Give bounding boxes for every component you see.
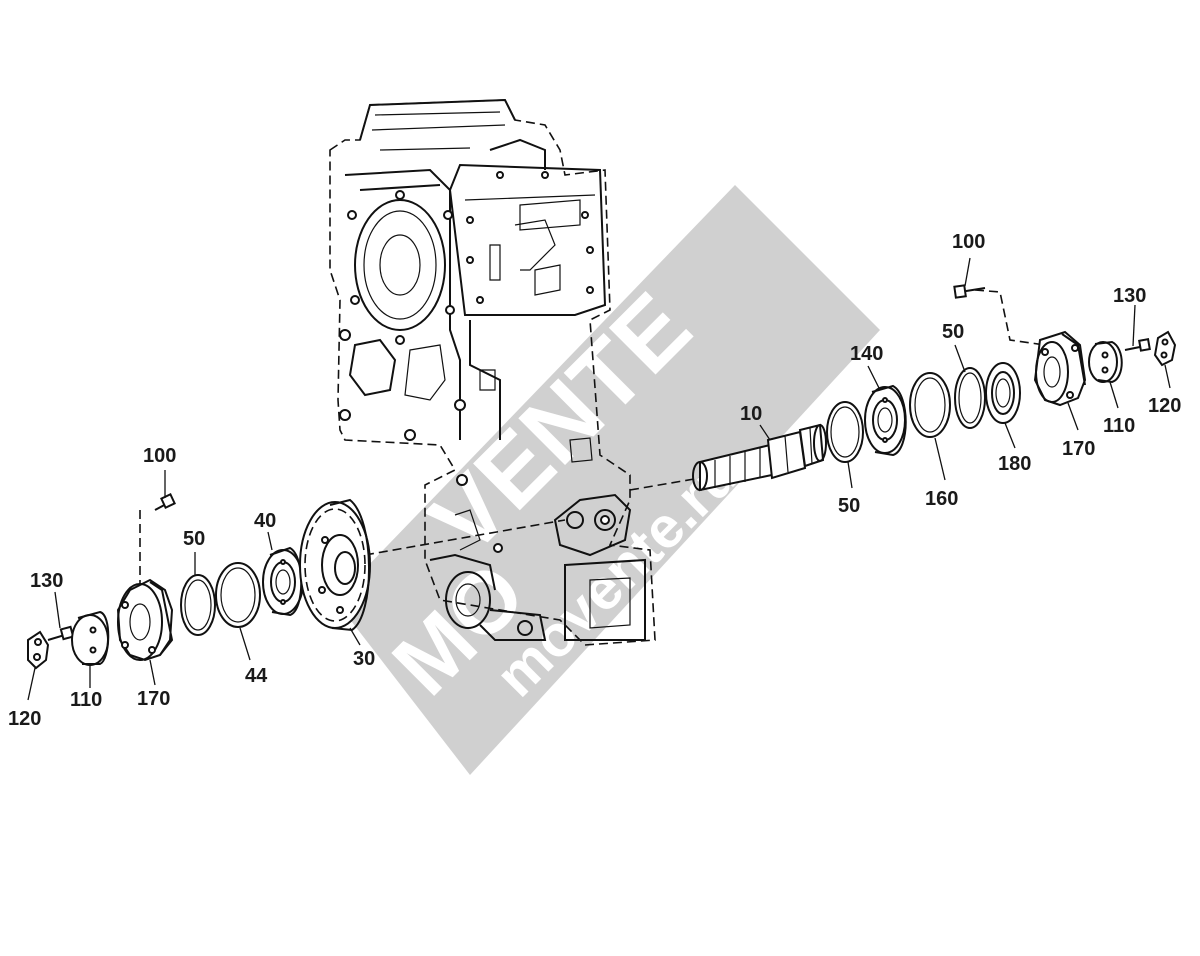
watermark: VENTE MO movente.ru <box>335 185 880 775</box>
part-110-left-washer <box>71 610 110 666</box>
callout-44: 44 <box>245 665 268 687</box>
callout-160: 160 <box>925 488 958 510</box>
callout-10: 10 <box>740 403 762 425</box>
part-180-seal <box>985 362 1021 424</box>
part-40-bearing <box>262 546 304 617</box>
part-110-right-washer <box>1088 340 1123 384</box>
part-170-left-flange <box>116 578 174 662</box>
callout-170-left: 170 <box>137 688 170 710</box>
callout-120-left: 120 <box>8 708 41 730</box>
part-120-left-plate <box>27 630 50 670</box>
callout-130-right: 130 <box>1113 285 1146 307</box>
part-160-oring <box>909 372 951 438</box>
callout-100-right: 100 <box>952 231 985 253</box>
callout-130-left: 130 <box>30 570 63 592</box>
part-100-right-bolt <box>953 284 986 299</box>
callout-50-right-bottom: 50 <box>838 495 860 517</box>
part-10-shaft <box>692 423 827 492</box>
callout-170-right: 170 <box>1062 438 1095 460</box>
part-50-left-snapring <box>180 574 216 636</box>
callout-40: 40 <box>254 510 276 532</box>
part-140-bearing <box>864 384 907 457</box>
callout-180: 180 <box>998 453 1031 475</box>
part-44-oring <box>215 562 261 628</box>
callout-labels: 100 130 120 110 170 50 44 40 30 10 50 14… <box>8 231 1181 730</box>
callout-100-left: 100 <box>143 445 176 467</box>
callout-120-right: 120 <box>1148 395 1181 417</box>
part-130-right-screw <box>1124 338 1151 352</box>
transmission-housing <box>329 98 656 646</box>
callout-50-right-top: 50 <box>942 321 964 343</box>
callout-110-right: 110 <box>1103 415 1135 437</box>
part-120-right-plate <box>1153 330 1177 367</box>
part-30-gear <box>299 498 371 632</box>
callout-140: 140 <box>850 343 883 365</box>
part-50-right-top-snapring <box>954 367 986 429</box>
part-170-right-flange <box>1033 330 1087 407</box>
callout-110-left: 110 <box>70 689 102 711</box>
callout-50-left: 50 <box>183 528 205 550</box>
callout-30: 30 <box>353 648 375 670</box>
leader-lines <box>27 257 1171 701</box>
part-50-right-bottom-snapring <box>826 401 864 463</box>
part-130-left-screw <box>47 625 75 641</box>
assembly-axes <box>139 289 1046 590</box>
